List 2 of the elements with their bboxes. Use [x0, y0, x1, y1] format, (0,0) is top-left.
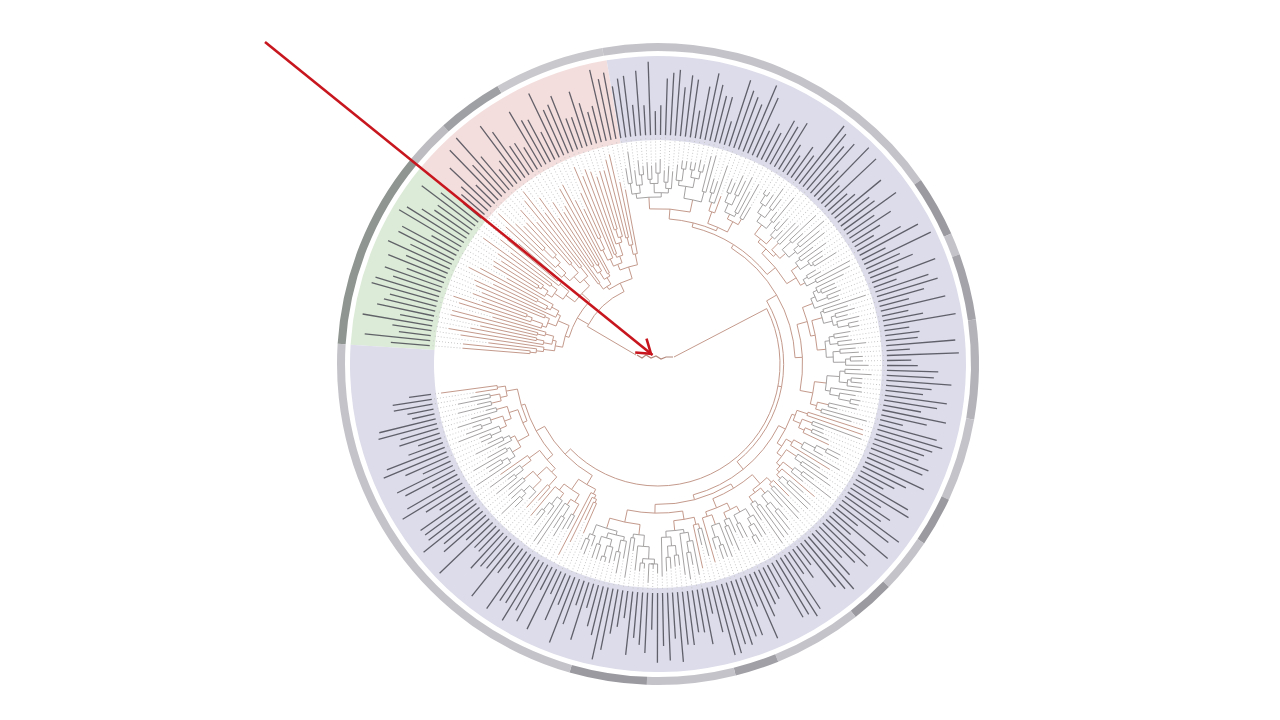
- tree-root: [637, 355, 673, 359]
- arrow: [264, 41, 654, 356]
